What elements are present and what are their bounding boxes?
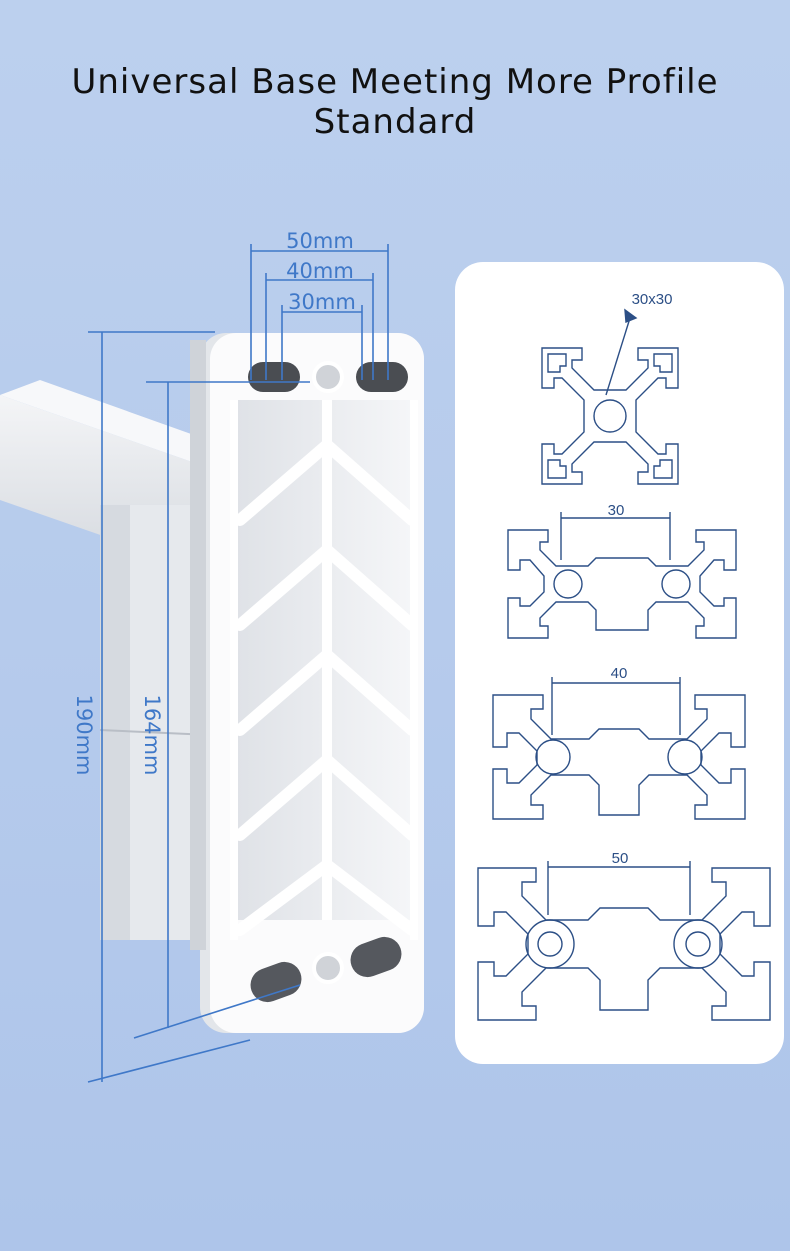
profile-50x100	[477, 867, 771, 1021]
dim-50mm-label: 50mm	[286, 229, 354, 253]
profile-50-label: 50	[612, 850, 629, 867]
profile-30-label: 30	[608, 502, 625, 519]
profile-card	[455, 262, 784, 1064]
profile-40x80	[492, 694, 746, 820]
base-plate	[190, 333, 424, 1033]
profile-30x30	[541, 347, 679, 485]
dim-40mm-label: 40mm	[286, 259, 354, 283]
dim-190mm-label: 190mm	[72, 695, 96, 776]
page-title: Universal Base Meeting More Profile Stan…	[71, 62, 719, 142]
profile-30x60	[507, 529, 737, 639]
dim-30mm-label: 30mm	[288, 290, 356, 314]
profile-drawings	[477, 308, 771, 1021]
dimension-lines	[87, 244, 389, 1083]
dim-164mm-label: 164mm	[140, 695, 164, 776]
profile-40-label: 40	[611, 665, 628, 682]
profile-30x30-label: 30x30	[632, 291, 673, 308]
